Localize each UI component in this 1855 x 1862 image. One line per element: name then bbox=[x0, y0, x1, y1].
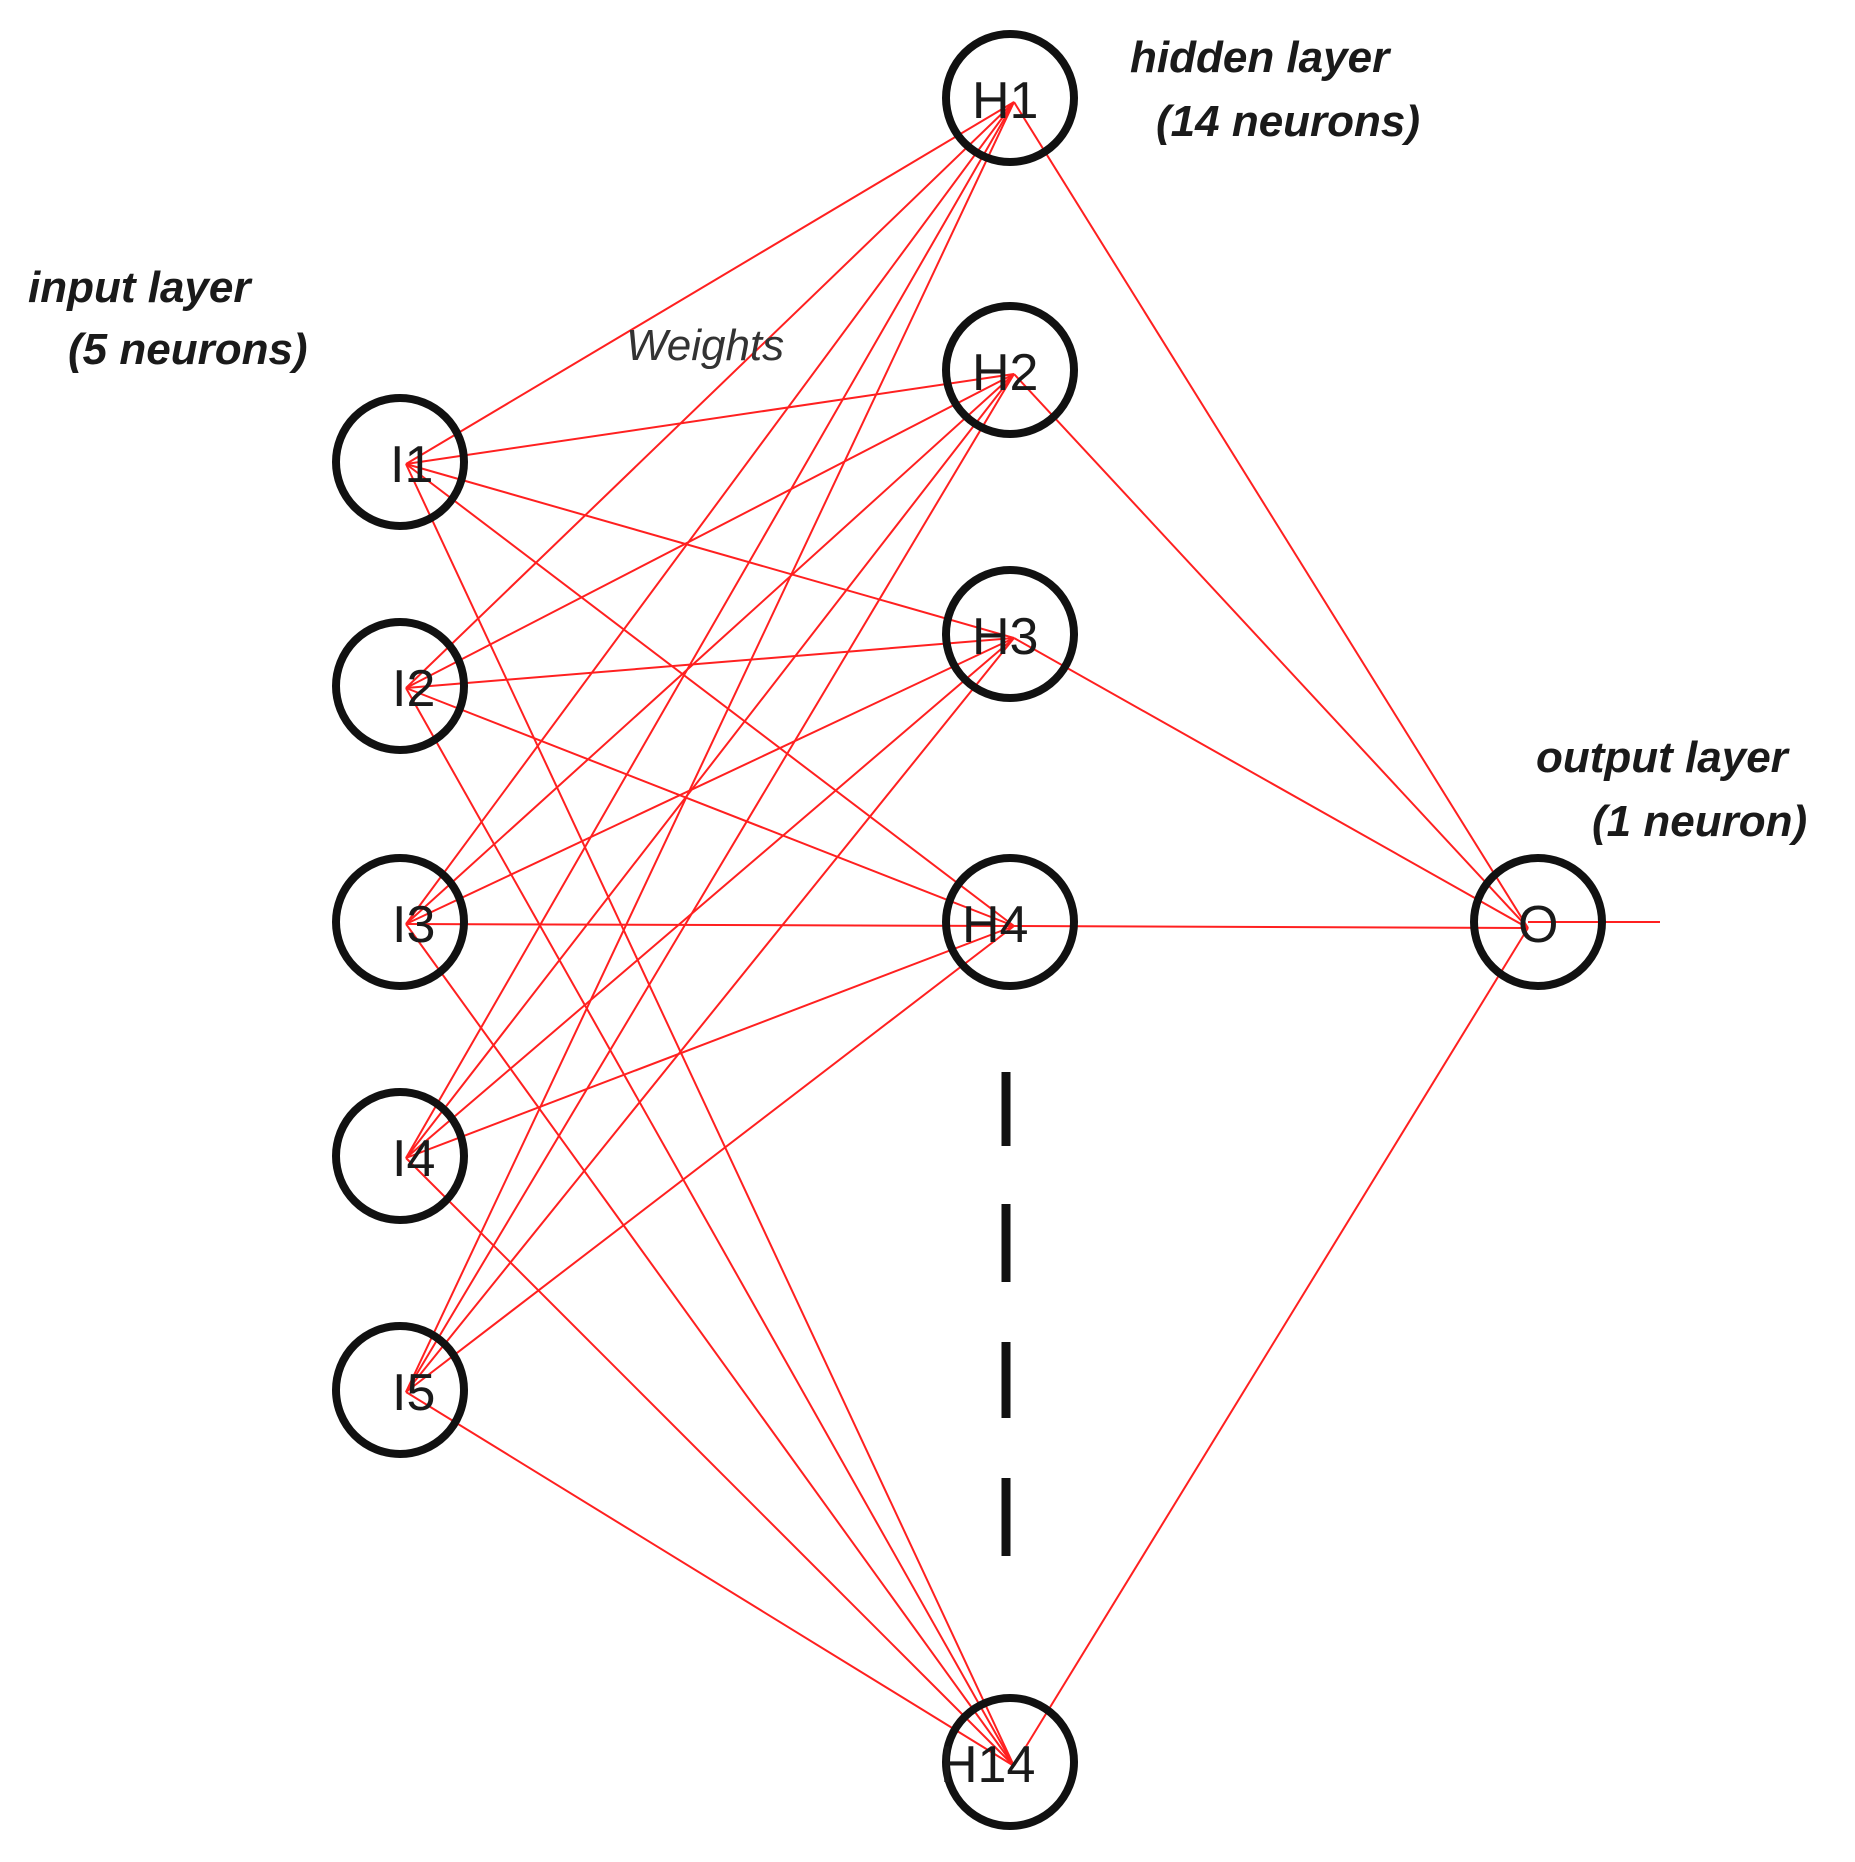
node-h2: H2 bbox=[942, 302, 1078, 438]
node-circle bbox=[942, 1694, 1078, 1830]
weight-line-I2-H3 bbox=[405, 637, 1015, 689]
weight-line-I2-H1 bbox=[405, 101, 1015, 689]
node-h1: H1 bbox=[942, 30, 1078, 166]
node-label: I5 bbox=[392, 1364, 435, 1422]
weight-line-H14-O bbox=[1013, 927, 1529, 1767]
weight-line-H3-O bbox=[1013, 637, 1529, 929]
weight-line-I4-H1 bbox=[405, 101, 1015, 1159]
weight-line-H2-O bbox=[1013, 373, 1529, 929]
weight-line-I4-H3 bbox=[405, 637, 1015, 1159]
weight-line-H4-O bbox=[1013, 925, 1529, 929]
node-label: I4 bbox=[392, 1130, 435, 1188]
weights-label: Weights bbox=[626, 321, 784, 370]
node-o: O bbox=[1470, 854, 1606, 990]
weight-line-I3-H4 bbox=[405, 923, 1015, 927]
weight-line-I1-H14 bbox=[405, 463, 1015, 1767]
node-label: H14 bbox=[940, 1736, 1035, 1794]
node-circle bbox=[1470, 854, 1606, 990]
weight-line-I2-H4 bbox=[405, 687, 1015, 927]
weight-line-I4-H14 bbox=[405, 1157, 1015, 1767]
connections-group bbox=[405, 101, 1660, 1767]
node-label: O bbox=[1518, 896, 1558, 954]
weight-line-I4-H4 bbox=[405, 925, 1015, 1159]
node-label: I1 bbox=[390, 436, 433, 494]
node-label: I3 bbox=[392, 896, 435, 954]
weight-line-I5-H2 bbox=[405, 373, 1015, 1393]
weight-line-I4-H2 bbox=[405, 373, 1015, 1159]
output-layer-count: (1 neuron) bbox=[1592, 797, 1807, 846]
weight-line-I5-H4 bbox=[405, 925, 1015, 1393]
node-i2: I2 bbox=[332, 618, 468, 754]
node-h14: H14 bbox=[940, 1694, 1078, 1830]
node-label: H2 bbox=[972, 344, 1038, 402]
weight-line-I3-H14 bbox=[405, 923, 1015, 1767]
weight-line-I3-H1 bbox=[405, 101, 1015, 925]
node-i1: I1 bbox=[332, 394, 468, 530]
node-circle bbox=[332, 1322, 468, 1458]
weight-line-I2-H2 bbox=[405, 373, 1015, 689]
weight-line-I3-H2 bbox=[405, 373, 1015, 925]
node-i4: I4 bbox=[332, 1088, 468, 1224]
weight-line-I1-H3 bbox=[405, 463, 1015, 639]
node-circle bbox=[942, 566, 1078, 702]
node-label: H1 bbox=[972, 72, 1038, 130]
weight-line-I1-H2 bbox=[405, 373, 1015, 465]
weight-line-H1-O bbox=[1013, 101, 1529, 929]
node-circle bbox=[332, 1088, 468, 1224]
input-layer-title: input layer bbox=[28, 263, 253, 312]
hidden-layer-count: (14 neurons) bbox=[1156, 97, 1420, 146]
node-circle bbox=[332, 854, 468, 990]
node-circle bbox=[332, 394, 468, 530]
weight-line-I1-H1 bbox=[405, 101, 1015, 465]
weight-line-I5-H14 bbox=[405, 1391, 1015, 1767]
node-i5: I5 bbox=[332, 1322, 468, 1458]
output-layer-title: output layer bbox=[1536, 733, 1791, 782]
node-h4: H4 bbox=[942, 854, 1078, 990]
weight-line-I5-H1 bbox=[405, 101, 1015, 1393]
node-circle bbox=[332, 618, 468, 754]
hidden-layer-title: hidden layer bbox=[1130, 33, 1392, 82]
weight-line-I2-H14 bbox=[405, 687, 1015, 1767]
node-label: H4 bbox=[962, 896, 1028, 954]
input-layer-count: (5 neurons) bbox=[68, 325, 308, 374]
node-circle bbox=[942, 30, 1078, 166]
node-label: I2 bbox=[392, 660, 435, 718]
node-i3: I3 bbox=[332, 854, 468, 990]
weight-line-I3-H3 bbox=[405, 637, 1015, 925]
weight-line-I5-H3 bbox=[405, 637, 1015, 1393]
node-circle bbox=[942, 302, 1078, 438]
node-circle bbox=[942, 854, 1078, 990]
weight-line-I1-H4 bbox=[405, 463, 1015, 927]
node-label: H3 bbox=[972, 608, 1038, 666]
node-h3: H3 bbox=[942, 566, 1078, 702]
